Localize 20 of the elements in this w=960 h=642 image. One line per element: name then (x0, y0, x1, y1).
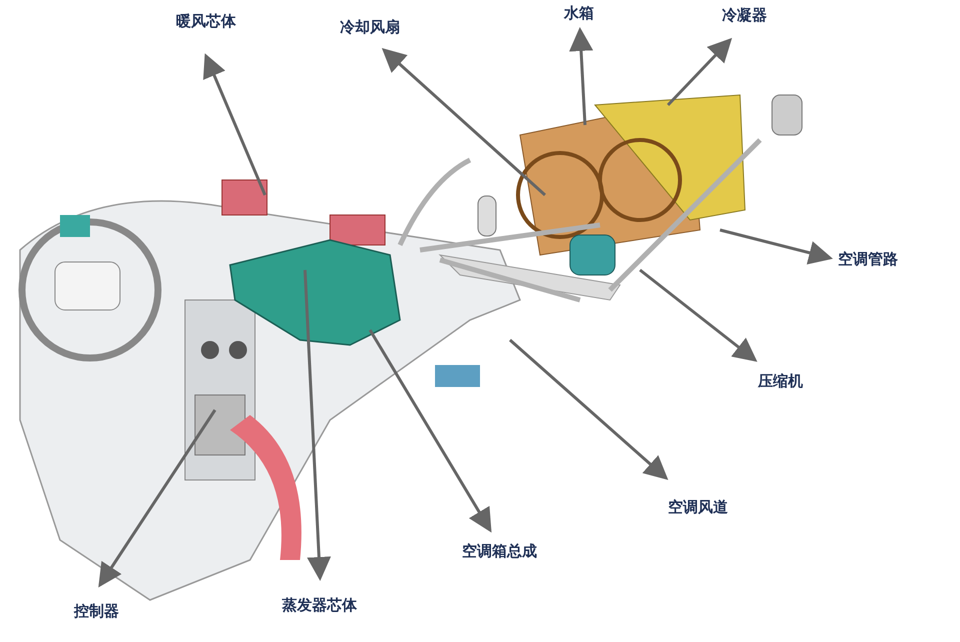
leader-arrow (304, 270, 331, 581)
part-label: 控制器 (74, 602, 119, 621)
part-label: 水箱 (564, 4, 594, 23)
leader-arrow (569, 27, 594, 126)
leader-arrow (720, 228, 833, 264)
leader-arrow (382, 48, 546, 196)
part-label: 蒸发器芯体 (282, 596, 357, 615)
part-label: 冷却风扇 (340, 18, 400, 37)
part-label: 暖风芯体 (176, 12, 236, 31)
leader-arrow (666, 38, 732, 106)
leader-arrow (203, 53, 266, 196)
part-label: 冷凝器 (722, 6, 767, 25)
leader-arrow (639, 268, 758, 362)
leader-arrow (368, 329, 492, 533)
part-label: 空调箱总成 (462, 542, 537, 561)
leader-arrow (509, 338, 668, 480)
part-label: 压缩机 (758, 372, 803, 391)
part-label: 空调风道 (668, 498, 728, 517)
leader-arrow (98, 409, 216, 588)
part-label: 空调管路 (838, 250, 898, 269)
